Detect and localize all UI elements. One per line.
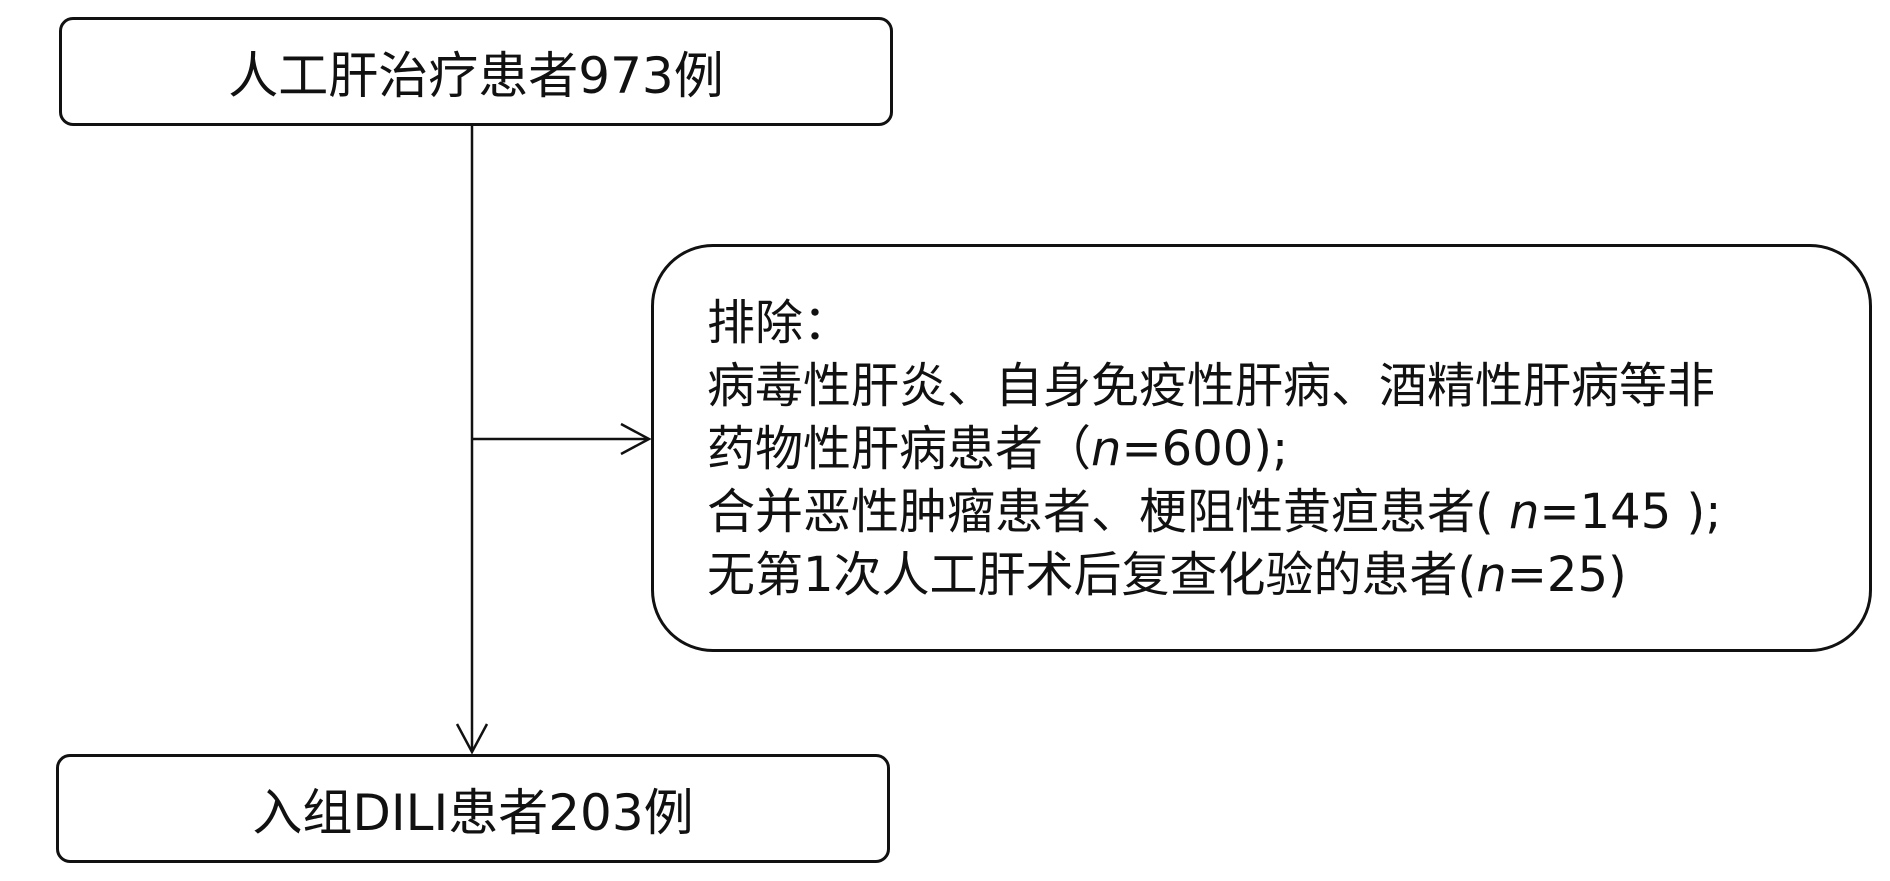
exclusion-item: 病毒性肝炎、自身免疫性肝病、酒精性肝病等非 <box>707 358 1716 414</box>
start-box-label: 人工肝治疗患者973例 <box>228 46 724 105</box>
start-box: 人工肝治疗患者973例 <box>59 17 893 126</box>
exclusion-item: 药物性肝病患者（n=600); <box>707 421 1289 477</box>
main-flow-arrowhead <box>455 723 489 755</box>
exclusion-branch-arrowhead <box>620 422 652 456</box>
end-box-label: 入组DILI患者203例 <box>252 783 694 842</box>
exclusion-item: 无第1次人工肝术后复查化验的患者(n=25) <box>707 547 1627 603</box>
n-symbol: n <box>1091 421 1122 477</box>
exclusion-heading: 排除： <box>707 295 852 351</box>
end-box: 入组DILI患者203例 <box>56 754 890 863</box>
n-symbol: n <box>1509 484 1540 540</box>
n-symbol: n <box>1476 547 1507 603</box>
exclusion-item: 合并恶性肿瘤患者、梗阻性黄疸患者( n=145 ); <box>707 484 1722 540</box>
exclusion-box: 排除： 病毒性肝炎、自身免疫性肝病、酒精性肝病等非 药物性肝病患者（n=600)… <box>651 244 1872 652</box>
